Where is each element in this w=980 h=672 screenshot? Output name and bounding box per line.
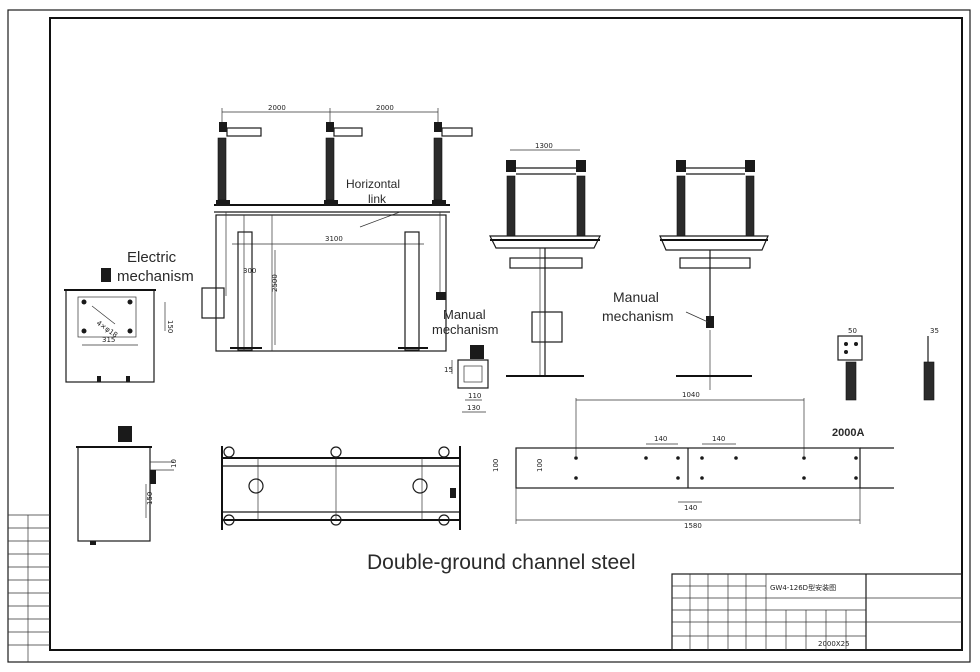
label-electric-mechanism-line1: Electric: [127, 249, 177, 266]
manual-mechanism-small: 15 110 130: [444, 345, 489, 413]
dim-mech-h1: 150: [166, 320, 174, 333]
dim-plate-140a: 140: [654, 435, 667, 443]
label-manual-mechanism-2-line1: Manual: [613, 289, 659, 305]
dim-mech-w2: 110: [468, 392, 481, 400]
dim-span-left: 2000: [268, 104, 286, 112]
label-electric-mechanism-line2: mechanism: [117, 268, 194, 285]
dim-plate-1040: 1040: [682, 391, 700, 399]
title-block: GW4-126D型安装图 2000X25: [671, 573, 963, 651]
terminal-parts: 50 35: [837, 327, 939, 401]
caption-double-ground-channel-steel: Double-ground channel steel: [367, 551, 636, 574]
title-block-name: GW4-126D型安装图: [770, 583, 836, 592]
inner-border: [49, 17, 963, 651]
label-manual-mechanism-2-line2: mechanism: [602, 308, 674, 324]
dim-top-1300: 1300: [535, 142, 553, 150]
dim-plate-1580: 1580: [684, 522, 702, 530]
dim-plate-h100b: 100: [536, 459, 544, 472]
dim-base-width: 3100: [325, 235, 343, 243]
rating-label: 2000A: [832, 427, 864, 439]
label-manual-mechanism-1-line2: mechanism: [432, 322, 498, 337]
dim-part-35: 35: [930, 327, 939, 335]
title-block-number: 2000X25: [818, 640, 850, 648]
channel-steel-plan: [221, 446, 461, 530]
electric-mechanism-box: 4×φ18 315 150: [64, 268, 174, 383]
side-view-2: [659, 160, 769, 390]
dim-col-offset: 300: [243, 267, 256, 275]
dim-mech-h2: 15: [444, 366, 453, 374]
left-margin-table: [8, 514, 50, 662]
dim-plate-140c: 140: [684, 504, 697, 512]
dim-plate-140b: 140: [712, 435, 725, 443]
dim-side-150: 150: [146, 492, 154, 505]
electric-mechanism-side: 10 150: [76, 426, 178, 545]
label-manual-mechanism-1-line1: Manual: [443, 307, 486, 322]
outer-border: [7, 9, 971, 663]
busbar-plate: 1040 2000A 140 140 140 1580 100 100: [492, 391, 894, 530]
front-view-switch: 2000 2000 3100 2500 300: [201, 104, 473, 352]
dim-mech-w3: 130: [467, 404, 480, 412]
dim-plate-h100: 100: [492, 459, 500, 472]
dim-height: 2500: [271, 274, 279, 292]
side-view-1: 1300: [489, 142, 601, 377]
dim-side-10: 10: [170, 459, 178, 468]
dim-span-right: 2000: [376, 104, 394, 112]
dim-part-50: 50: [848, 327, 857, 335]
label-horizontal-link-line2: link: [368, 192, 387, 206]
label-horizontal-link-line1: Horizontal: [346, 177, 400, 191]
dim-mech-w1: 315: [102, 336, 115, 344]
